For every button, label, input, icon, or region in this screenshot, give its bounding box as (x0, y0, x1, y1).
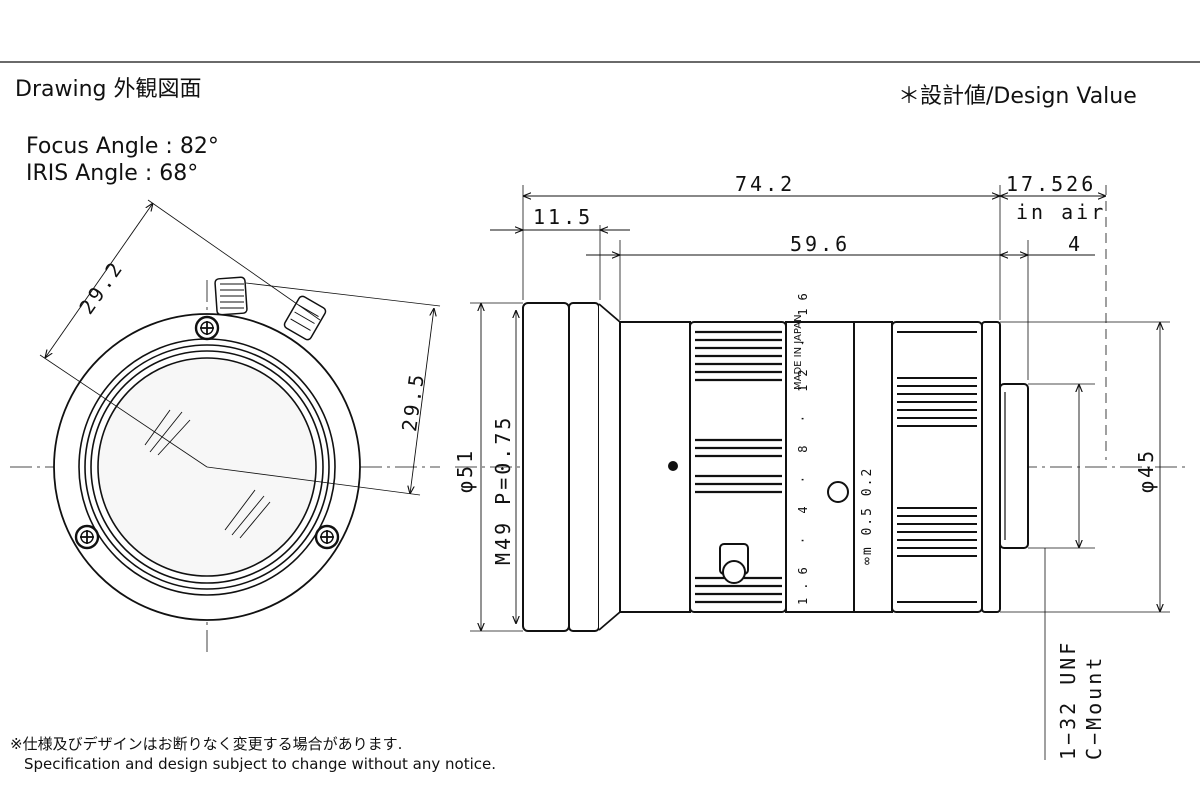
footer-notice-en: Specification and design subject to chan… (24, 755, 497, 773)
iris-knob (283, 295, 327, 341)
side-view (455, 185, 1185, 760)
second-ring (568, 302, 600, 632)
dim-17-526-label: 17.526 (1006, 172, 1097, 196)
dim-phi51-label: φ51 (453, 447, 477, 493)
screw-left (74, 524, 100, 550)
screw-top (194, 315, 220, 341)
c-mount-thread (999, 383, 1029, 549)
focus-ring (853, 321, 893, 613)
mount-thread-label: 1−32 UNF (1056, 639, 1080, 760)
dim-m49-label: M49 P=0.75 (491, 414, 515, 565)
dim-29-5-line (410, 308, 434, 494)
rear-ring (891, 321, 983, 613)
focus-knob (214, 276, 248, 316)
mount-type-label: C−Mount (1082, 654, 1106, 760)
body-barrel (619, 321, 691, 613)
front-ring-3 (84, 344, 330, 590)
dim-29-2-line (45, 203, 153, 358)
dim-29-2-leader-a (39, 354, 208, 468)
focus-angle-label: Focus Angle : 82° (26, 134, 219, 159)
iris-scale-engraving: 1.6 · 4 · 8 · 12 · 16 (796, 285, 810, 605)
rear-ring-knurl (897, 331, 977, 603)
footer-notice-jp: ※仕様及びデザインはお断りなく変更する場合があります. (10, 735, 403, 753)
dim-74-2-label: 74.2 (735, 172, 796, 196)
design-value-note: ＊設計値/Design Value (898, 84, 1137, 109)
in-air-label: in air (1016, 200, 1107, 224)
dim-4-label: 4 (1068, 232, 1084, 256)
front-ring-4 (90, 350, 324, 584)
dim-29-5-leader-b (206, 466, 421, 496)
back-flange (981, 321, 1001, 613)
iris-angle-label: IRIS Angle : 68° (26, 161, 199, 186)
dim-11-5-label: 11.5 (533, 205, 594, 229)
iris-ring-knurl (695, 330, 782, 604)
taper-section (598, 303, 621, 631)
lens-reflection (144, 409, 271, 539)
dim-59-6-label: 59.6 (790, 232, 851, 256)
focus-lever (827, 481, 849, 503)
drawing-title: Drawing 外観図面 (15, 77, 202, 102)
dim-29-5-leader-a (245, 282, 441, 307)
front-hood (522, 302, 570, 632)
dim-29-2-leader-b (147, 199, 321, 321)
scale-ring (785, 321, 855, 613)
iris-lever (719, 543, 749, 584)
set-screw-dot (668, 461, 678, 471)
screw-right (314, 524, 340, 550)
front-view (10, 199, 441, 655)
focus-scale-engraving: ∞m 0.5 0.2 (860, 466, 875, 565)
dim-phi45-label: φ45 (1134, 447, 1158, 493)
